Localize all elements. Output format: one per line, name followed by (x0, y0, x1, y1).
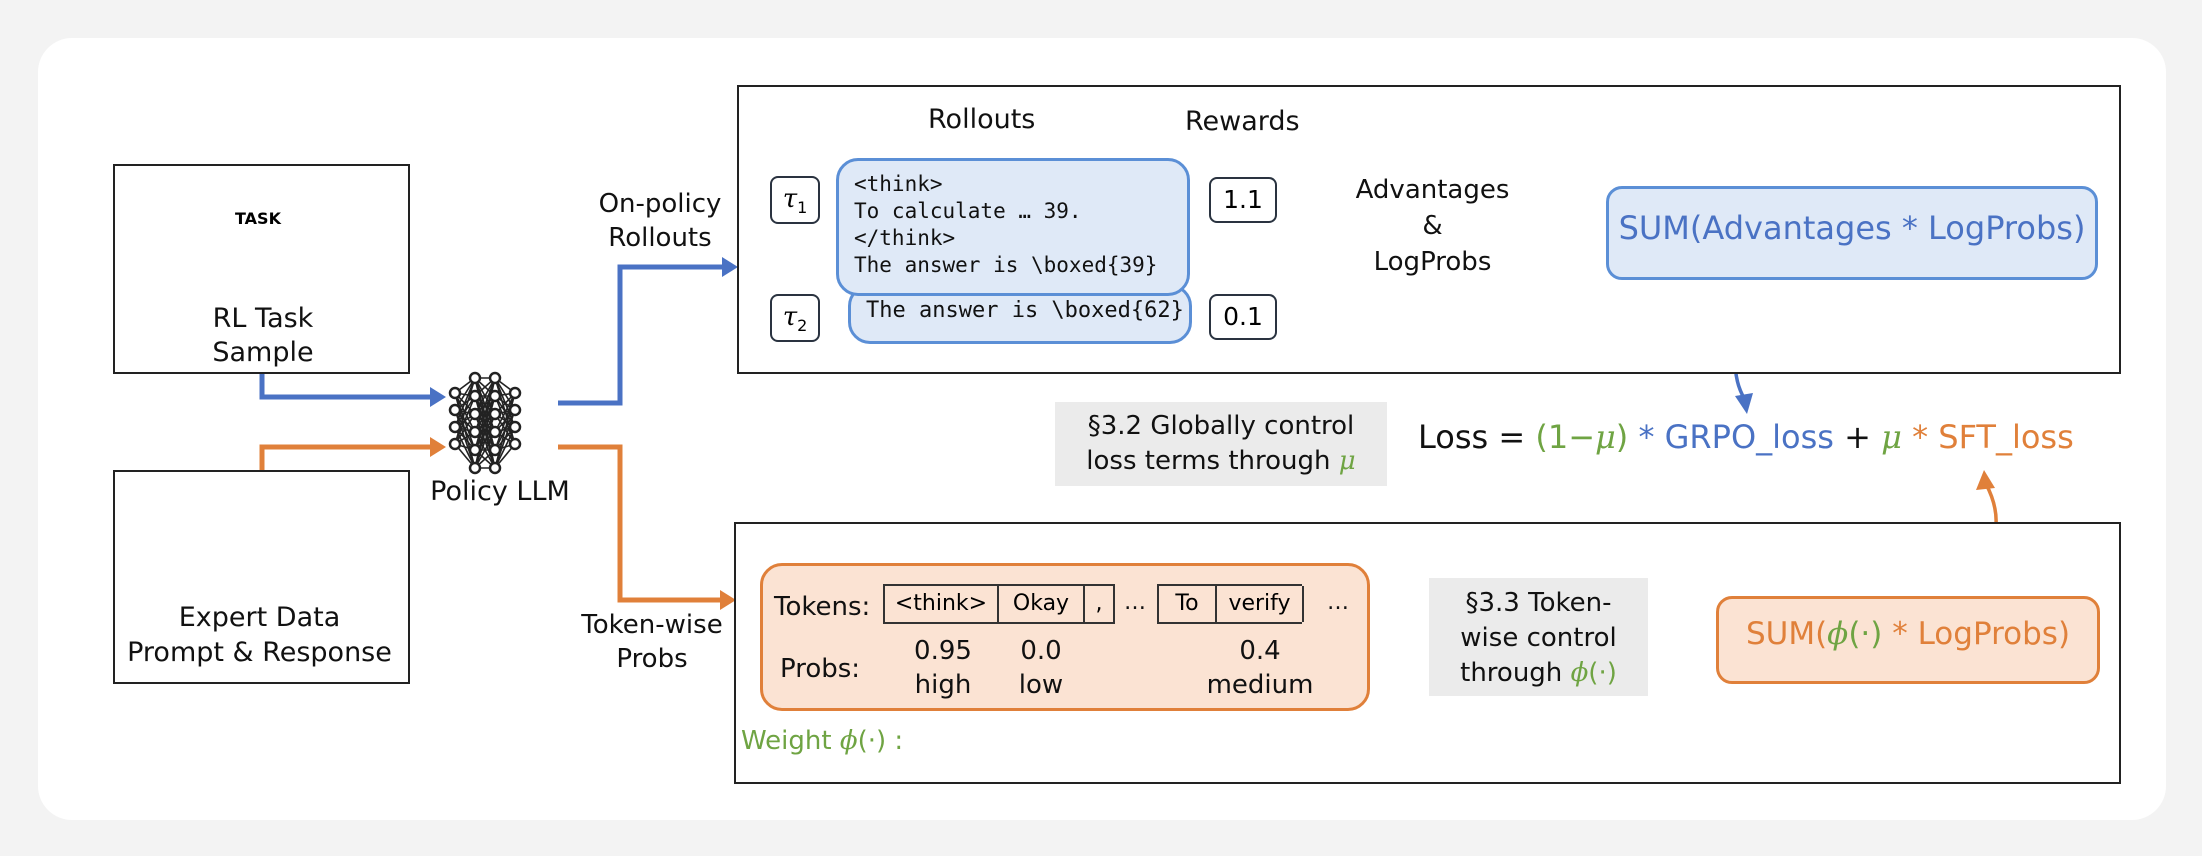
nn-node (488, 461, 502, 475)
rollout-2-text: The answer is \boxed{62} (866, 298, 1184, 323)
token-group-2: To verify (1157, 584, 1304, 624)
nn-node (448, 386, 462, 400)
token-wise-probs-label: Token-wise Probs (581, 610, 723, 674)
expert-data-label: Expert Data Prompt & Response (127, 602, 392, 668)
sum-advantages-text: SUM(Advantages * LogProbs) (1618, 209, 2086, 247)
token-ellipsis-2: … (1327, 590, 1349, 615)
probs-label: Probs: (780, 654, 861, 684)
nn-node (448, 437, 462, 451)
token-think: <think> (885, 586, 999, 622)
sum-phi-box (1716, 596, 2100, 684)
nn-node (468, 443, 482, 457)
tau-2-box: τ2 (770, 294, 820, 342)
task-to-policy-arrow (259, 368, 430, 400)
neural-network-icon (448, 371, 522, 475)
nn-node (448, 420, 462, 434)
weight-label: Weight ϕ(·) : (741, 726, 904, 756)
policy-to-tokens-arrow (558, 444, 720, 603)
rewards-header: Rewards (1185, 106, 1300, 137)
nn-node (488, 389, 502, 403)
policy-to-rollouts-arrow (558, 264, 722, 406)
advantages-logprobs-label: Advantages & LogProbs (1355, 175, 1510, 277)
sum-phi-text: SUM(ϕ(·) * LogProbs) (1745, 616, 2071, 652)
nn-node (488, 425, 502, 439)
nn-node (488, 407, 502, 421)
nn-node (468, 425, 482, 439)
prob-think: 0.95 high (914, 636, 972, 700)
rl-task-label: RL Task Sample (212, 303, 314, 368)
nn-node (508, 437, 522, 451)
token-okay: Okay (999, 586, 1085, 622)
prob-verify: 0.4 medium (1206, 636, 1314, 700)
expert-data-box (113, 470, 410, 684)
tokens-label: Tokens: (774, 592, 871, 622)
nn-node (468, 389, 482, 403)
nn-node (448, 403, 462, 417)
token-comma: , (1085, 586, 1115, 622)
section-3-2-text: §3.2 Globally control loss terms through… (1086, 411, 1356, 476)
tau-1-box: τ1 (770, 176, 820, 224)
token-to: To (1159, 586, 1217, 622)
nn-node (508, 420, 522, 434)
rollout-1-box (836, 158, 1190, 296)
task-icon-label: TASK (235, 209, 281, 228)
rollout-1-text: <think> To calculate … 39. </think> The … (854, 172, 1158, 277)
nn-node (488, 371, 502, 385)
reward-2-box: 0.1 (1209, 294, 1277, 340)
token-verify: verify (1217, 586, 1304, 622)
nn-node (508, 403, 522, 417)
section-3-2-note (1055, 402, 1387, 486)
expert-to-policy-arrow (259, 444, 430, 470)
loss-equation: Loss = (1−μ) * GRPO_loss + μ * SFT_loss (1418, 418, 2074, 456)
section-3-3-note (1429, 578, 1648, 696)
policy-llm-label: Policy LLM (430, 476, 570, 507)
rl-task-box (113, 164, 410, 374)
prob-okay: 0.0 low (1018, 636, 1064, 700)
nn-node (468, 371, 482, 385)
nn-node (508, 386, 522, 400)
token-ellipsis-1: … (1124, 590, 1146, 615)
rollouts-header: Rollouts (928, 104, 1036, 135)
nn-node (468, 407, 482, 421)
nn-node (488, 443, 502, 457)
section-3-3-text: §3.3 Token- wise control through ϕ(·) (1460, 588, 1617, 688)
reward-1-box: 1.1 (1209, 177, 1277, 223)
on-policy-rollouts-label: On-policy Rollouts (598, 189, 722, 253)
token-group-1: <think> Okay , (883, 584, 1115, 624)
sum-advantages-box (1606, 186, 2098, 280)
nn-node (468, 461, 482, 475)
